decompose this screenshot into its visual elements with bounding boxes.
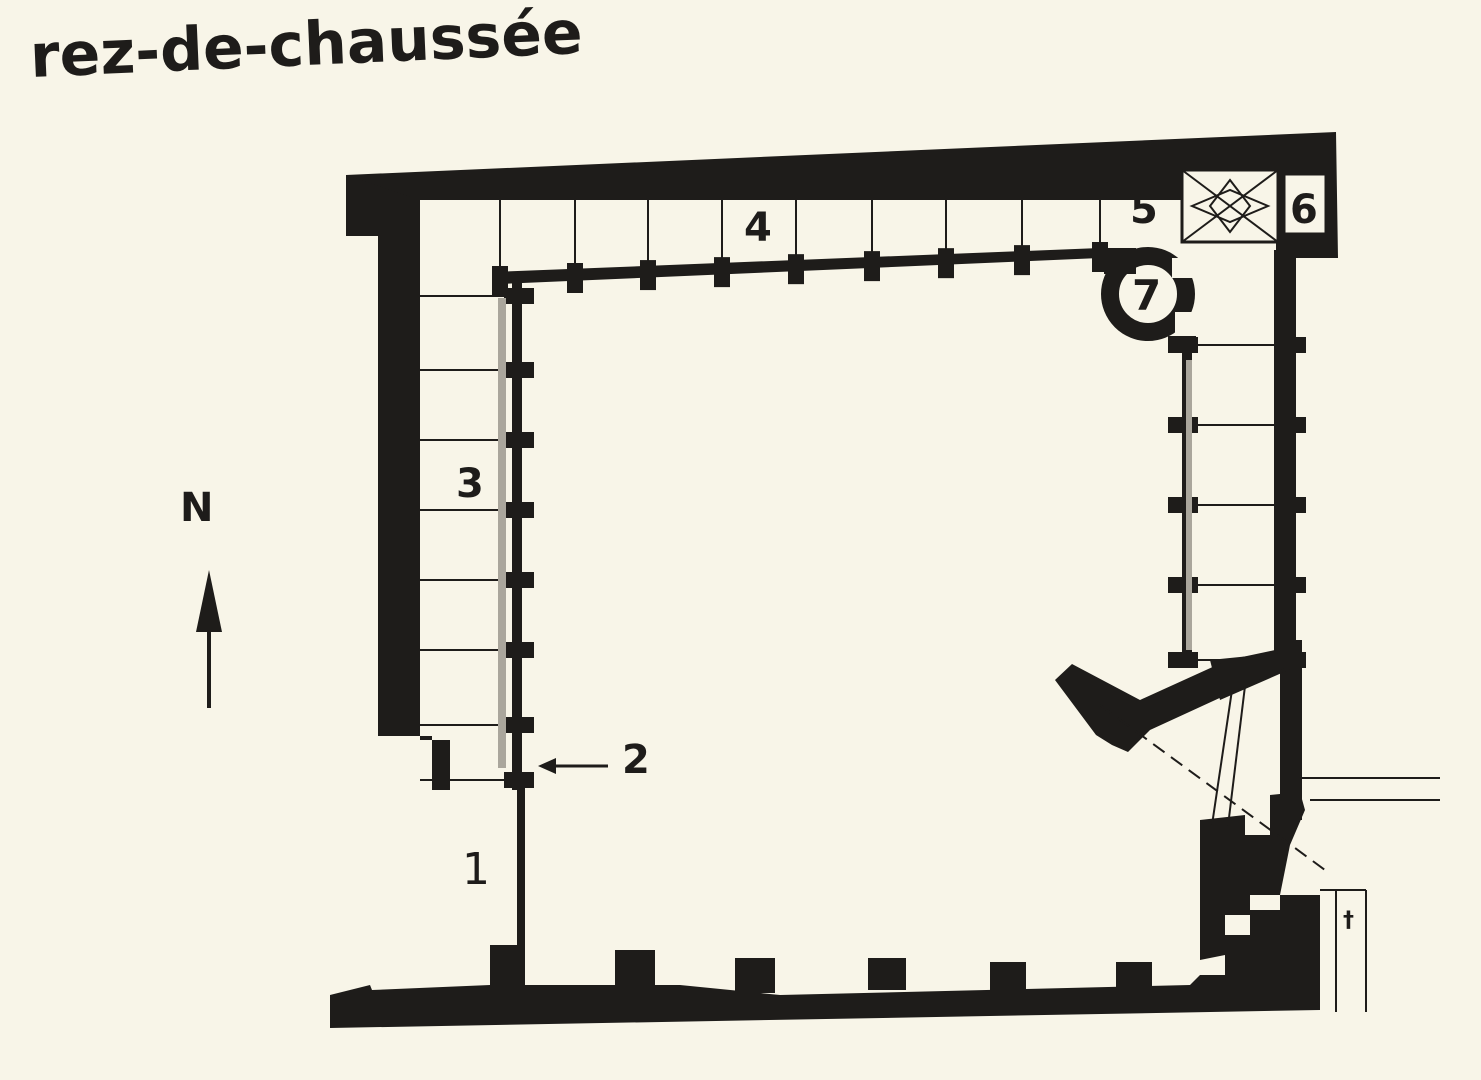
north-gallery-bays <box>492 200 1108 296</box>
label-1: 1 <box>462 844 490 895</box>
west-pier <box>504 772 534 788</box>
east-pier-outer <box>1278 497 1306 513</box>
west-pier <box>504 362 534 378</box>
west-pier <box>504 502 534 518</box>
label-7: 7 <box>1132 271 1162 320</box>
north-pier <box>788 254 804 285</box>
west-courtyard-wall <box>517 780 525 980</box>
north-arrow <box>196 570 222 708</box>
north-pier <box>864 251 880 282</box>
bay-6-box <box>1282 172 1328 236</box>
west-outer-wall <box>346 175 450 790</box>
north-outer-wall <box>346 132 1338 258</box>
east-pier-inner <box>1168 337 1198 353</box>
west-pier <box>504 432 534 448</box>
south-buttress-4 <box>990 962 1026 990</box>
label-3: 3 <box>456 461 484 507</box>
north-pier <box>938 248 954 279</box>
east-pier-outer <box>1278 417 1306 433</box>
east-wing-outer-wall <box>1274 250 1296 670</box>
north-pier <box>567 263 583 293</box>
west-pier <box>504 642 534 658</box>
label-4: 4 <box>744 205 772 251</box>
south-buttress-5 <box>1116 962 1152 987</box>
east-pier-inner <box>1168 417 1198 433</box>
southeast-tower <box>1280 640 1302 820</box>
east-pier-inner <box>1168 577 1198 593</box>
label-5: 5 <box>1130 187 1158 233</box>
east-pier-outer <box>1278 337 1306 353</box>
north-pier <box>1092 242 1108 272</box>
north-pier <box>1014 245 1030 276</box>
west-pier <box>504 717 534 733</box>
east-pier-outer <box>1278 577 1306 593</box>
east-gallery-bays <box>1168 337 1306 668</box>
south-buttress-1 <box>615 950 655 990</box>
compass-label: N <box>180 485 214 531</box>
south-buttress-2 <box>735 958 775 993</box>
south-buttress-3 <box>868 958 906 990</box>
label-6: 6 <box>1290 187 1318 233</box>
southeast-block <box>1200 792 1305 960</box>
north-pier <box>714 257 730 288</box>
east-pier-inner <box>1168 652 1198 668</box>
south-wall <box>330 895 1320 1028</box>
dashed-axis <box>1099 704 1326 871</box>
west-pier <box>504 572 534 588</box>
east-annex-lines <box>1211 685 1440 1012</box>
north-pier <box>492 266 508 296</box>
label-2: 2 <box>622 737 650 783</box>
rib-vault-bay <box>1180 168 1280 244</box>
north-pier <box>640 260 656 291</box>
east-pier-outer <box>1278 652 1306 668</box>
west-gallery-inner-wall <box>512 280 522 790</box>
gallery-light-strips <box>498 298 1192 768</box>
chapel-cross: † <box>1343 908 1354 933</box>
diagonal-wing <box>1055 650 1285 752</box>
west-pier <box>504 288 534 304</box>
pointer-arrow-2 <box>538 758 608 774</box>
east-pier-inner <box>1168 497 1198 513</box>
